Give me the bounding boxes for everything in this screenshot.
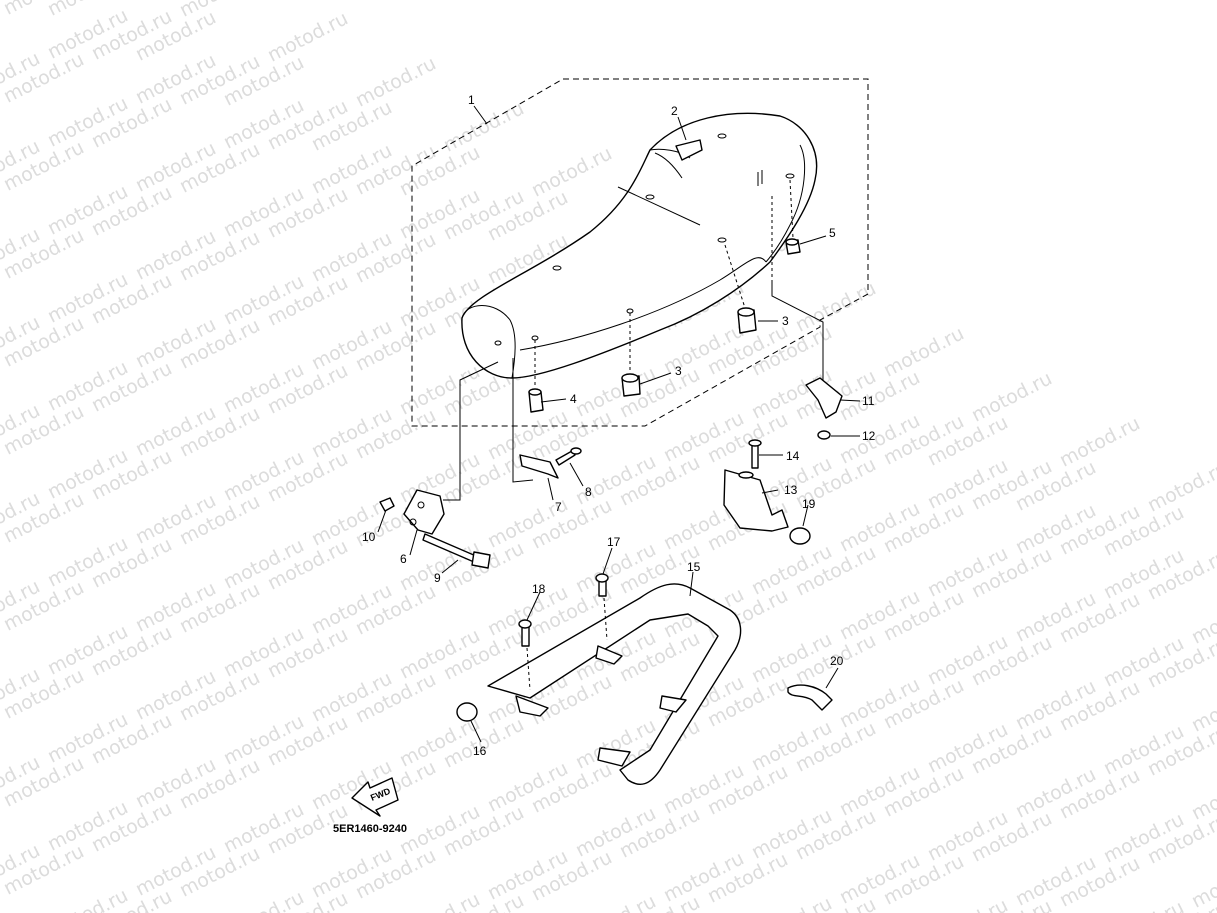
callout-3a: 3 [782, 314, 789, 328]
lock-holder-shape [723, 469, 789, 532]
cap-19-shape [789, 527, 811, 545]
bolt-17-shape [595, 573, 609, 597]
callout-20: 20 [830, 654, 844, 668]
screw-8-shape [555, 447, 582, 466]
grab-bar-shape [487, 583, 742, 786]
seat-stopper-shape [528, 388, 544, 413]
callout-8: 8 [585, 485, 592, 499]
nut-cap-shape [785, 238, 801, 255]
callout-12: 12 [862, 429, 876, 443]
callout-labels: 1 2 3 3 4 5 6 7 8 9 10 11 12 13 14 15 16… [362, 93, 876, 758]
callout-18: 18 [532, 582, 546, 596]
callout-16: 16 [473, 744, 487, 758]
hinge-bracket-shape [403, 489, 445, 535]
assembly-boundary [411, 78, 869, 427]
callout-10: 10 [362, 530, 376, 544]
callout-9: 9 [434, 571, 441, 585]
grab-bar-cap-shape [456, 702, 478, 722]
callout-leaders [377, 105, 861, 743]
fwd-arrow-icon: FWD [351, 777, 399, 817]
callout-15: 15 [687, 560, 701, 574]
callout-6: 6 [400, 552, 407, 566]
callout-14: 14 [786, 449, 800, 463]
bolt-18-shape [518, 619, 532, 647]
callout-13: 13 [784, 483, 798, 497]
callout-19: 19 [802, 497, 816, 511]
callout-1: 1 [468, 93, 475, 107]
callout-17: 17 [607, 535, 621, 549]
seat-lock-hook-shape [805, 377, 843, 419]
callout-5: 5 [829, 226, 836, 240]
bolt-14-shape [748, 439, 762, 469]
callout-4: 4 [570, 392, 577, 406]
seat-emblem-shape [675, 139, 703, 161]
bolt-9-shape [422, 533, 491, 569]
callout-11: 11 [862, 394, 875, 408]
seat-plate-shape [519, 454, 559, 479]
diagram-code: 5ER1460-9240 [333, 823, 407, 835]
damper-upper-shape [737, 307, 757, 334]
nut-10-shape [379, 497, 395, 512]
helmet-hook-shape [787, 684, 833, 711]
seat-illustration [461, 112, 818, 379]
callout-2: 2 [671, 104, 678, 118]
damper-lower-shape [621, 373, 641, 397]
callout-3b: 3 [675, 364, 682, 378]
callout-7: 7 [555, 500, 562, 514]
washer-12-shape [817, 430, 831, 440]
